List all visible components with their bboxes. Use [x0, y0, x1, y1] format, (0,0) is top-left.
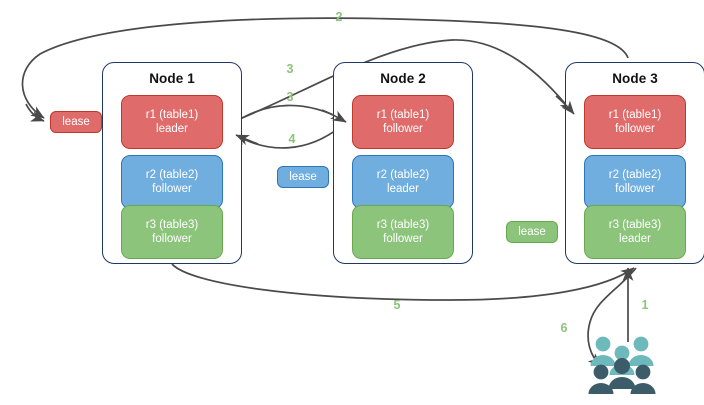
edge-2-path [21, 17, 629, 119]
edge-label-4: 4 [284, 132, 300, 146]
node-title: Node 1 [149, 71, 195, 86]
replica-r2[interactable]: r2 (table2) leader [352, 155, 454, 209]
replica-role: leader [619, 233, 651, 245]
lease-chip-blue[interactable]: lease [277, 166, 329, 188]
edge-label-text: 5 [393, 298, 401, 312]
replica-r1[interactable]: r1 (table1) follower [584, 95, 686, 149]
node-card-2[interactable]: Node 2 r1 (table1) follower r2 (table2) … [333, 62, 473, 264]
replica-role: follower [383, 123, 423, 135]
lease-label: lease [289, 171, 317, 183]
node-title: Node 2 [380, 71, 426, 86]
replica-name: r2 (table2) [608, 169, 662, 181]
replica-name: r3 (table3) [608, 219, 662, 231]
edge-label-text: 3 [286, 90, 294, 104]
node-card-3[interactable]: Node 3 r1 (table1) follower r2 (table2) … [565, 62, 704, 264]
lease-chip-red[interactable]: lease [50, 111, 102, 133]
edge-6-path [587, 267, 637, 367]
lease-label: lease [62, 116, 90, 128]
replica-r1[interactable]: r1 (table1) follower [352, 95, 454, 149]
edge-label-2: 2 [331, 10, 347, 24]
edge-label-1: 1 [637, 298, 653, 312]
edge-label-6: 6 [556, 321, 572, 335]
replica-name: r2 (table2) [145, 169, 199, 181]
replica-role: follower [152, 233, 192, 245]
replica-role: follower [615, 123, 655, 135]
replica-name: r3 (table3) [376, 219, 430, 231]
users-front-row [588, 358, 656, 394]
node-title: Node 3 [612, 71, 658, 86]
edge-3-upper-tip [555, 95, 575, 115]
edge-label-text: 1 [641, 298, 649, 312]
edge-label-3-upper: 3 [282, 62, 298, 76]
replica-r3[interactable]: r3 (table3) leader [584, 205, 686, 259]
replica-r3[interactable]: r3 (table3) follower [121, 205, 223, 259]
replica-r2[interactable]: r2 (table2) follower [584, 155, 686, 209]
edge-label-text: 6 [560, 321, 568, 335]
replica-role: follower [615, 183, 655, 195]
edge-label-3-lower: 3 [282, 90, 298, 104]
replica-name: r3 (table3) [145, 219, 199, 231]
lease-chip-green[interactable]: lease [506, 221, 558, 243]
edge-4-tip [235, 134, 259, 146]
replica-r1[interactable]: r1 (table1) leader [121, 95, 223, 149]
replica-role: follower [383, 233, 423, 245]
edge-label-5: 5 [389, 298, 405, 312]
replica-role: leader [387, 183, 419, 195]
edge-label-text: 4 [288, 132, 296, 146]
node-card-1[interactable]: Node 1 r1 (table1) leader r2 (table2) fo… [102, 62, 242, 264]
replica-role: leader [156, 123, 188, 135]
edge-label-text: 2 [335, 10, 343, 24]
replica-name: r2 (table2) [376, 169, 430, 181]
replica-name: r1 (table1) [608, 109, 662, 121]
replica-name: r1 (table1) [376, 109, 430, 121]
replica-name: r1 (table1) [145, 109, 199, 121]
replica-r3[interactable]: r3 (table3) follower [352, 205, 454, 259]
lease-label: lease [518, 226, 546, 238]
edge-5-path [171, 263, 635, 301]
edge-3-lower-tip [321, 109, 347, 123]
edge-2-tip [25, 103, 45, 122]
edge-3-upper-path [231, 39, 573, 123]
edge-label-text: 3 [286, 62, 294, 76]
replica-role: follower [152, 183, 192, 195]
